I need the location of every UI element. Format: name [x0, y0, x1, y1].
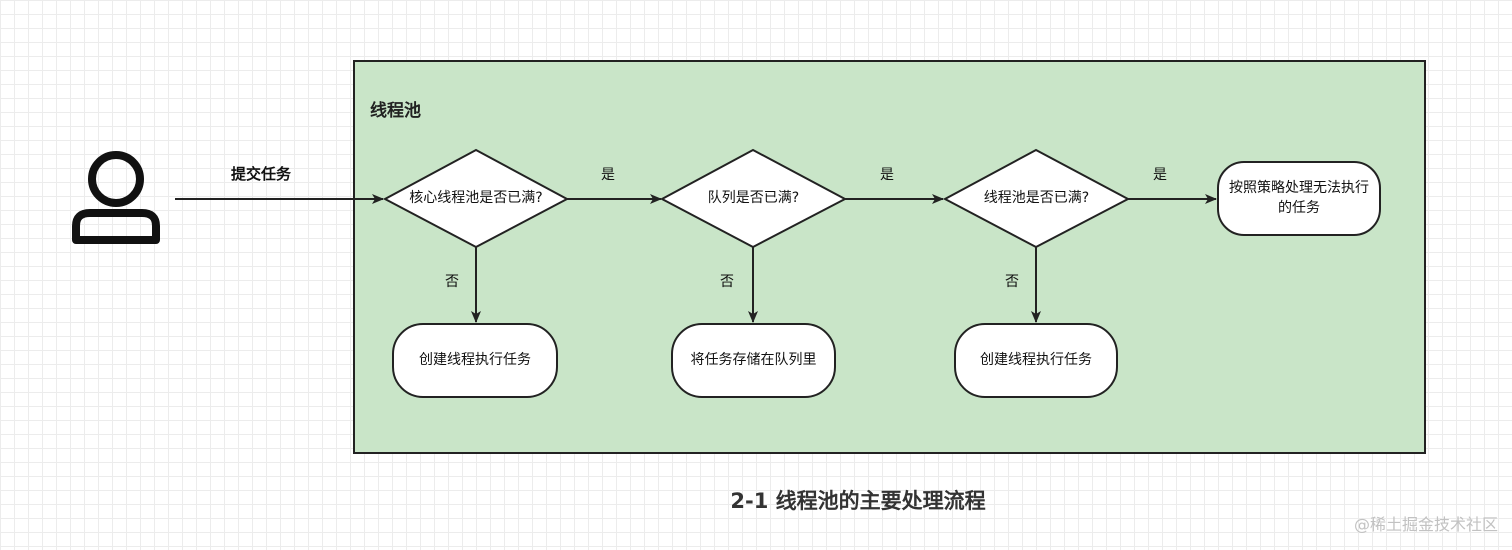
action-store-in-queue — [671, 323, 836, 398]
no-label-3: 否 — [1005, 274, 1019, 290]
action-reject-policy-text: 按照策略处理无法执行的任务 — [1229, 179, 1369, 216]
submit-task-label: 提交任务 — [231, 165, 292, 183]
pool-title: 线程池 — [370, 101, 421, 121]
no-label-1: 否 — [445, 274, 459, 290]
action-store-in-queue-text: 将任务存储在队列里 — [690, 351, 817, 368]
decision-core-pool-full-text: 核心线程池是否已满? — [409, 190, 543, 207]
decision-queue-full-text: 队列是否已满? — [707, 190, 800, 207]
yes-label-1: 是 — [601, 167, 615, 183]
yes-label-3: 是 — [1153, 167, 1167, 183]
decision-pool-full — [942, 148, 1131, 249]
action-create-thread-1-text: 创建线程执行任务 — [419, 351, 531, 368]
decision-core-pool-full — [382, 148, 570, 249]
yes-label-2: 是 — [880, 167, 894, 183]
decision-pool-full-text: 线程池是否已满? — [983, 190, 1090, 207]
action-create-thread-2 — [954, 323, 1118, 398]
decision-queue-full — [659, 148, 848, 249]
watermark: @稀土掘金技术社区 — [1353, 515, 1498, 534]
action-create-thread-2-text: 创建线程执行任务 — [980, 351, 1092, 368]
figure-caption: 2-1 线程池的主要处理流程 — [730, 489, 986, 513]
no-label-2: 否 — [720, 274, 734, 290]
action-create-thread-1 — [392, 323, 558, 398]
user-icon — [72, 151, 160, 244]
action-reject-policy — [1217, 161, 1381, 236]
